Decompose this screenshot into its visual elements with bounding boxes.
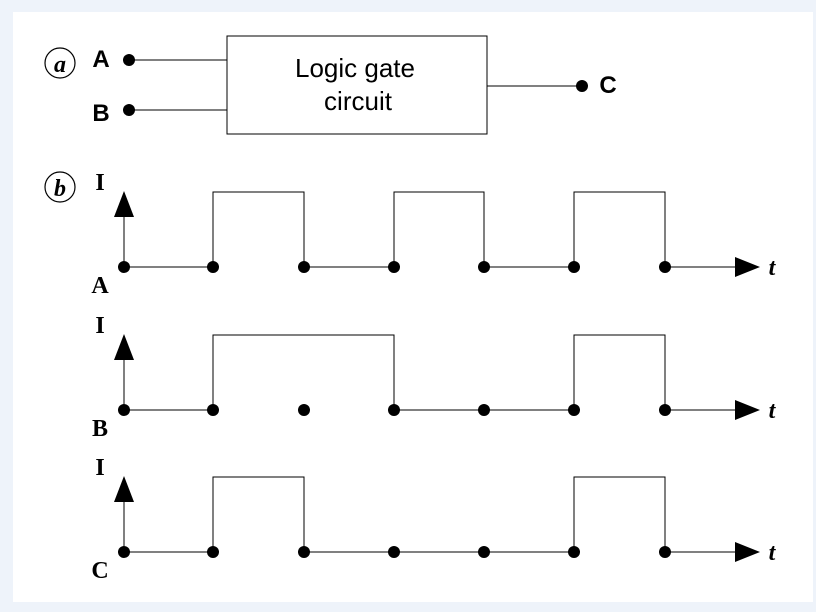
signal-b-x-axis-arrow [735, 400, 760, 420]
part-a-badge [44, 47, 76, 79]
signal-b-time-dot-2 [298, 404, 310, 416]
signal-b-time-dot-3 [388, 404, 400, 416]
part-a-label: a [54, 52, 66, 78]
signal-a-x-axis-label: t [769, 255, 777, 281]
signal-c-y-axis-label: I [95, 455, 104, 481]
signal-a-time-dot-4 [478, 261, 490, 273]
signal-c-x-axis-label: t [769, 540, 777, 566]
signal-c-time-dot-1 [207, 546, 219, 558]
part-b-label: b [54, 176, 66, 202]
signal-c-time-dot-4 [478, 546, 490, 558]
signal-a-y-axis-label: I [95, 170, 104, 196]
signal-a-time-dot-5 [568, 261, 580, 273]
signal-c-name-label: C [91, 558, 108, 584]
signal-c-time-dot-0 [118, 546, 130, 558]
signal-b-time-dot-6 [659, 404, 671, 416]
part-b: b [44, 171, 76, 203]
signal-b-time-dot-5 [568, 404, 580, 416]
input-a-label: A [92, 46, 109, 73]
signal-a-time-dot-0 [118, 261, 130, 273]
signal-c-y-axis-arrow [114, 476, 134, 502]
logic-gate-title-line1: Logic gate [295, 53, 415, 83]
logic-gate-title-line2: circuit [324, 86, 393, 116]
output-c-label: C [599, 72, 616, 99]
signal-a-time-dot-3 [388, 261, 400, 273]
signal-a-y-axis-arrow [114, 191, 134, 217]
part-a: a A B Logic gate circuit C [44, 35, 617, 135]
signal-b-name-label: B [92, 416, 108, 442]
signal-c-x-axis-arrow [735, 542, 760, 562]
signal-c-waveform [124, 476, 666, 553]
signal-a-time-dot-2 [298, 261, 310, 273]
signal-b-time-dot-1 [207, 404, 219, 416]
signal-b-time-dot-4 [478, 404, 490, 416]
signal-b-time-dot-0 [118, 404, 130, 416]
output-terminal [576, 80, 588, 92]
signal-a-time-dot-6 [659, 261, 671, 273]
logic-gate-box [226, 35, 488, 135]
signal-a-name-label: A [91, 273, 109, 299]
part-b-badge [44, 171, 76, 203]
signal-b-x-axis-label: t [769, 398, 777, 424]
signal-b-y-axis-label: I [95, 313, 104, 339]
signal-b-y-axis-arrow [114, 334, 134, 360]
signal-c-time-dot-5 [568, 546, 580, 558]
signal-a-time-dot-1 [207, 261, 219, 273]
signal-c-time-dot-6 [659, 546, 671, 558]
input-b-label: B [92, 100, 109, 127]
signal-a-x-axis-arrow [735, 257, 760, 277]
signal-a-waveform [124, 191, 666, 268]
signal-b-waveform [124, 334, 666, 411]
signal-c-time-dot-2 [298, 546, 310, 558]
signal-c-time-dot-3 [388, 546, 400, 558]
